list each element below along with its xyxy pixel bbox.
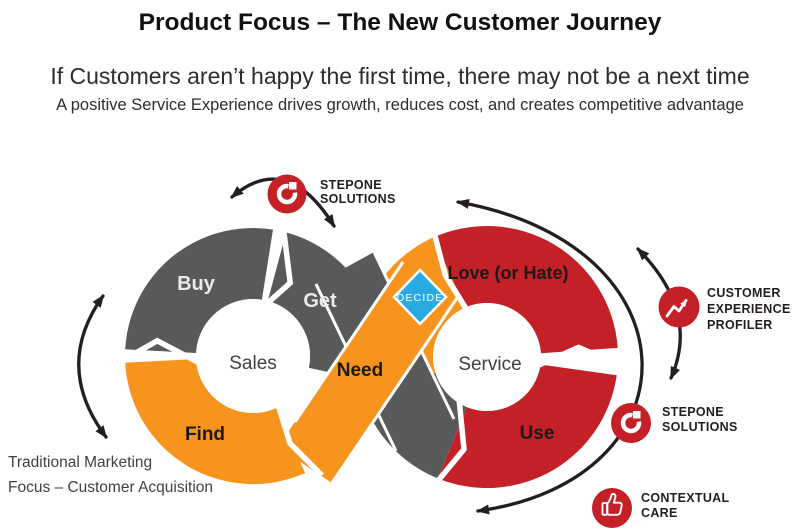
segment-find-shape	[125, 359, 306, 485]
profiler-line2: EXPERIENCE	[707, 302, 791, 316]
stepone-top-line1: STEPONE	[320, 178, 382, 192]
traditional-marketing-note-line2: Focus – Customer Acquisition	[8, 479, 213, 496]
stage-get: Get	[303, 290, 337, 312]
stepone-logo-icon	[611, 403, 651, 443]
page-title: Product Focus – The New Customer Journey	[139, 9, 662, 36]
stage-need: Need	[337, 360, 383, 381]
left-cycle-arrow	[77, 294, 108, 439]
segment-buy-shape	[125, 228, 273, 353]
stage-buy: Buy	[177, 273, 216, 295]
stepone-logo-icon	[267, 174, 307, 214]
sales-label: Sales	[229, 353, 277, 374]
decide-label: DECIDE	[397, 292, 444, 304]
subtitle: If Customers aren’t happy the first time…	[50, 63, 749, 89]
stepone-top-line2: SOLUTIONS	[320, 192, 396, 206]
profiler-line1: CUSTOMER	[707, 286, 781, 300]
sales-hub	[196, 299, 310, 413]
stepone-right-line2: SOLUTIONS	[662, 420, 738, 434]
callout-profiler: CUSTOMER EXPERIENCE PROFILER	[658, 286, 791, 332]
decide-diamond: DECIDE	[392, 268, 448, 326]
callout-stepone-right: STEPONE SOLUTIONS	[611, 403, 738, 443]
stage-find: Find	[185, 424, 225, 445]
service-label: Service	[458, 354, 521, 375]
profiler-line3: PROFILER	[707, 318, 773, 332]
stepone-right-line1: STEPONE	[662, 405, 724, 419]
trend-chart-icon	[658, 286, 700, 328]
tagline: A positive Service Experience drives gro…	[56, 96, 744, 114]
stage-use: Use	[520, 423, 555, 444]
thumbs-up-icon	[592, 488, 632, 528]
contextual-care-line1: CONTEXTUAL	[641, 491, 729, 505]
callout-contextual-care: CONTEXTUAL CARE	[592, 488, 729, 528]
traditional-marketing-note-line1: Traditional Marketing	[8, 454, 152, 471]
stage-love: Love (or Hate)	[447, 263, 568, 283]
contextual-care-line2: CARE	[641, 506, 678, 520]
callout-stepone-top: STEPONE SOLUTIONS	[267, 174, 396, 214]
